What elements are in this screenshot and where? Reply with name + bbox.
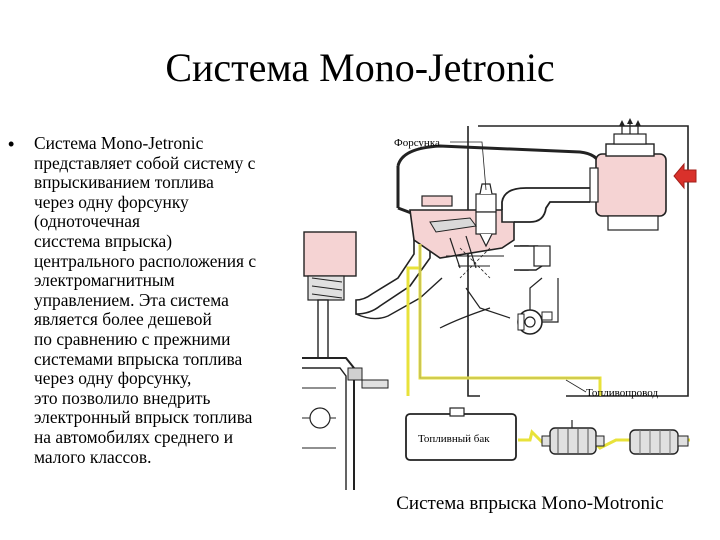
bullet-line: (одноточечная [34,211,141,232]
injection-system-diagram: Топливный бак Форсунка Топливопровод [302,118,697,490]
bullet-line: управлением. Эта система [34,289,229,310]
bullet-line: впрыскиванием топлива [34,172,214,193]
idle-actuator [514,245,551,271]
throttle-body-unit [409,183,529,279]
fuel-pump [541,420,605,455]
bullet-line: через одну форсунку [34,191,189,212]
bullet-line: электронный впрыск топлива [34,407,253,428]
temperature-sensor [517,277,559,335]
fuel-line-outline [419,244,600,379]
bullet-line: по сравнению с прежними [34,328,231,349]
air-duct-line [396,166,415,216]
injector-label: Форсунка [394,137,440,149]
bullet-line: малого классов. [34,446,152,467]
bullet-line: это позволило внедрить [34,387,211,408]
air-duct-line [396,144,602,174]
slide-title: Система Mono-Jetronic [165,45,555,90]
bullet-text: Система Mono-Jetronic представляет собой… [34,133,300,467]
bullet-line: через одну форсунку, [34,368,192,389]
air-duct [501,187,590,223]
airflow-arrow [673,162,697,190]
engine-section [302,231,389,490]
bullet-item: • Система Mono-Jetronic представляет соб… [8,133,300,467]
fuel-tank-label: Топливный бак [418,433,490,445]
bullet-marker: • [8,134,15,154]
bullet-line: Система Mono-Jetronic [34,133,204,153]
bullet-line: системами впрыска топлива [34,348,243,369]
fuel-line-leader [565,379,587,393]
control-wire [439,287,511,329]
fuel-line-label: Топливопровод [586,387,658,399]
manifold-wall [355,277,443,320]
bullet-line: является более дешевой [34,309,212,330]
bullet-line: электромагнитным [34,270,175,291]
injector-leader [450,141,487,191]
bullet-line: представляет собой систему с [34,152,256,173]
fuel-tank: Топливный бак [405,407,517,461]
air-filter-housing [589,118,667,231]
fuel-line [406,244,602,396]
bullet-line: сисстема впрыска) [34,230,173,251]
bullet-line: центрального расположения с [34,250,257,271]
wiring-frame [478,125,689,397]
diagram-caption: Система впрыска Mono-Motronic [396,493,664,514]
fuel-filter [629,429,689,455]
bullet-line: на автомобилях среднего и [34,426,234,447]
